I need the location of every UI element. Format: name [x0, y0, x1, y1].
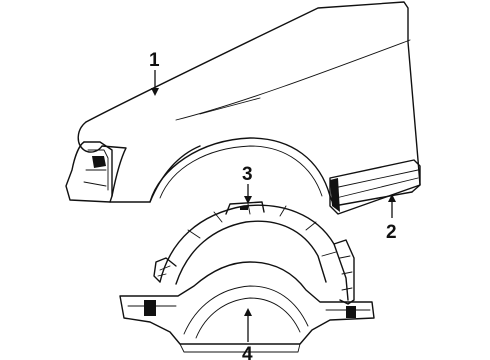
leader-3-arrow — [244, 196, 252, 204]
support-outer — [119, 261, 375, 345]
leader-4-arrow — [244, 308, 252, 316]
wheelhouse-right-flange — [333, 239, 355, 305]
fender-wheel-arch-inner — [159, 145, 323, 199]
wheelhouse-outer-arc — [159, 204, 349, 301]
molding-outline — [329, 159, 421, 215]
support-inner-channel-2 — [195, 297, 301, 339]
fender-headlamp-shade — [92, 156, 106, 168]
fender-headlamp-edge — [83, 141, 113, 197]
callout-2: 2 — [386, 222, 397, 243]
fender-rear-bottom — [329, 191, 413, 207]
wheelhouse-inner-arc — [175, 220, 327, 285]
wheelhouse-left-detail — [157, 265, 171, 277]
molding-inner-line — [333, 169, 419, 199]
support-part-4 — [119, 261, 375, 353]
fender-wheel-arch — [149, 137, 331, 203]
callout-1: 1 — [149, 50, 160, 71]
wheelhouse-rib-lines — [187, 203, 337, 257]
wheelhouse-top-bracket — [225, 201, 265, 215]
molding-part-2 — [329, 159, 421, 215]
fender-outline — [85, 1, 421, 193]
fender-character-line-2 — [199, 97, 261, 115]
callout-4: 4 — [242, 344, 253, 360]
fender-headlamp-detail — [83, 149, 109, 191]
molding-end-cap — [330, 178, 340, 212]
leader-1-arrow — [151, 88, 159, 96]
support-inner-channel — [183, 285, 309, 335]
fender-character-line — [175, 39, 411, 121]
callout-leaders — [151, 70, 396, 342]
callout-3: 3 — [242, 164, 253, 185]
wheelhouse-bracket-hole — [240, 206, 248, 210]
fender-nose — [65, 121, 127, 203]
wheelhouse-left-flange — [153, 257, 177, 283]
wheelhouse-right-detail — [339, 255, 353, 291]
wheelhouse-part-3 — [153, 201, 355, 305]
leader-2-arrow — [388, 194, 396, 202]
support-foot-right — [346, 306, 356, 318]
support-foot-left — [144, 300, 156, 316]
